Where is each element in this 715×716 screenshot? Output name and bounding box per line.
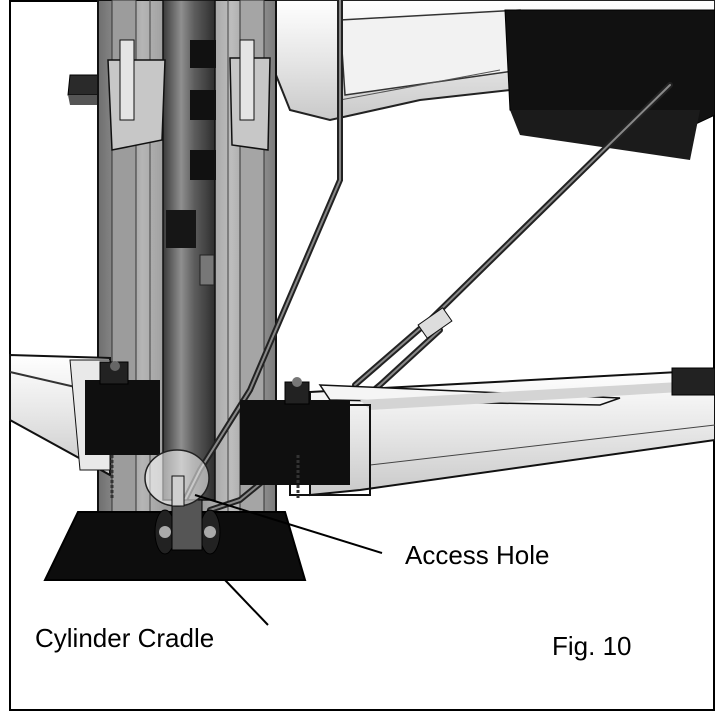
access-hole-marker xyxy=(144,449,210,507)
figure-number-label: Fig. 10 xyxy=(552,631,632,661)
hydraulic-cylinder xyxy=(162,0,216,501)
right-foot-pad xyxy=(671,367,715,396)
cylinder-cradle-label: Cylinder Cradle xyxy=(35,623,215,653)
right-lock-mechanism xyxy=(240,377,350,500)
upper-arm xyxy=(269,0,715,160)
hose-fitting xyxy=(417,307,453,339)
access-hole-label: Access Hole xyxy=(405,540,550,570)
cylinder-cradle-part xyxy=(154,499,221,555)
carriage-bracket xyxy=(107,39,271,151)
cylinder-cradle-leader xyxy=(224,579,269,626)
left-lock-mechanism xyxy=(85,361,160,500)
access-hole-leader xyxy=(194,494,383,554)
